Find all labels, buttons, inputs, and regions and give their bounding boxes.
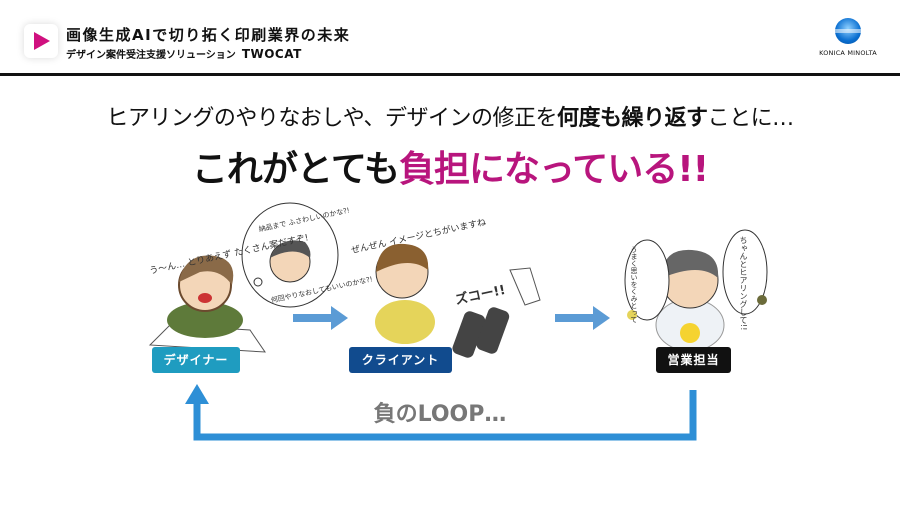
thought-bubble [241, 202, 339, 308]
headline-line1: ヒアリングのやりなおしや、デザインの修正を何度も繰り返すことに… [0, 100, 900, 132]
client-illustration [375, 243, 541, 358]
globe-icon [835, 18, 861, 44]
designer-illustration [148, 255, 266, 353]
presentation-subtitle: デザイン案件受注支援ソリューション TWOCAT [66, 46, 302, 61]
product-name: TWOCAT [241, 47, 302, 61]
logo-text: KONICA MINOLTA [819, 49, 877, 57]
role-label-sales: 営業担当 [656, 347, 731, 373]
headline-line2: これがとても負担になっている!! [0, 140, 900, 192]
play-icon [24, 24, 58, 58]
headline-main: これがとても [191, 149, 400, 190]
role-label-designer: デザイナー [152, 347, 240, 373]
sales-speech-left: うまく思いをくみとって [630, 246, 638, 323]
headline-text-end: ことに… [707, 106, 795, 131]
konica-minolta-logo: KONICA MINOLTA [808, 18, 888, 57]
role-label-client: クライアント [349, 347, 452, 373]
header-divider [0, 73, 900, 76]
flow-arrow-2 [555, 306, 610, 330]
headline-text: ヒアリングのやりなおしや、デザインの修正を [106, 106, 558, 131]
headline-highlight: 負担になっている!! [399, 149, 709, 190]
loop-arrow [185, 384, 697, 441]
loop-label: 負のLOOP… [373, 402, 507, 427]
headline-bold: 何度も繰り返す [557, 106, 708, 131]
subtitle-text: デザイン案件受注支援ソリューション [66, 50, 236, 61]
flow-arrow-1 [293, 306, 348, 330]
presentation-title: 画像生成AIで切り拓く印刷業界の未来 [66, 26, 351, 44]
sales-illustration [624, 229, 768, 352]
sales-speech-right: ちゃんとヒアリングして!! [739, 236, 748, 331]
